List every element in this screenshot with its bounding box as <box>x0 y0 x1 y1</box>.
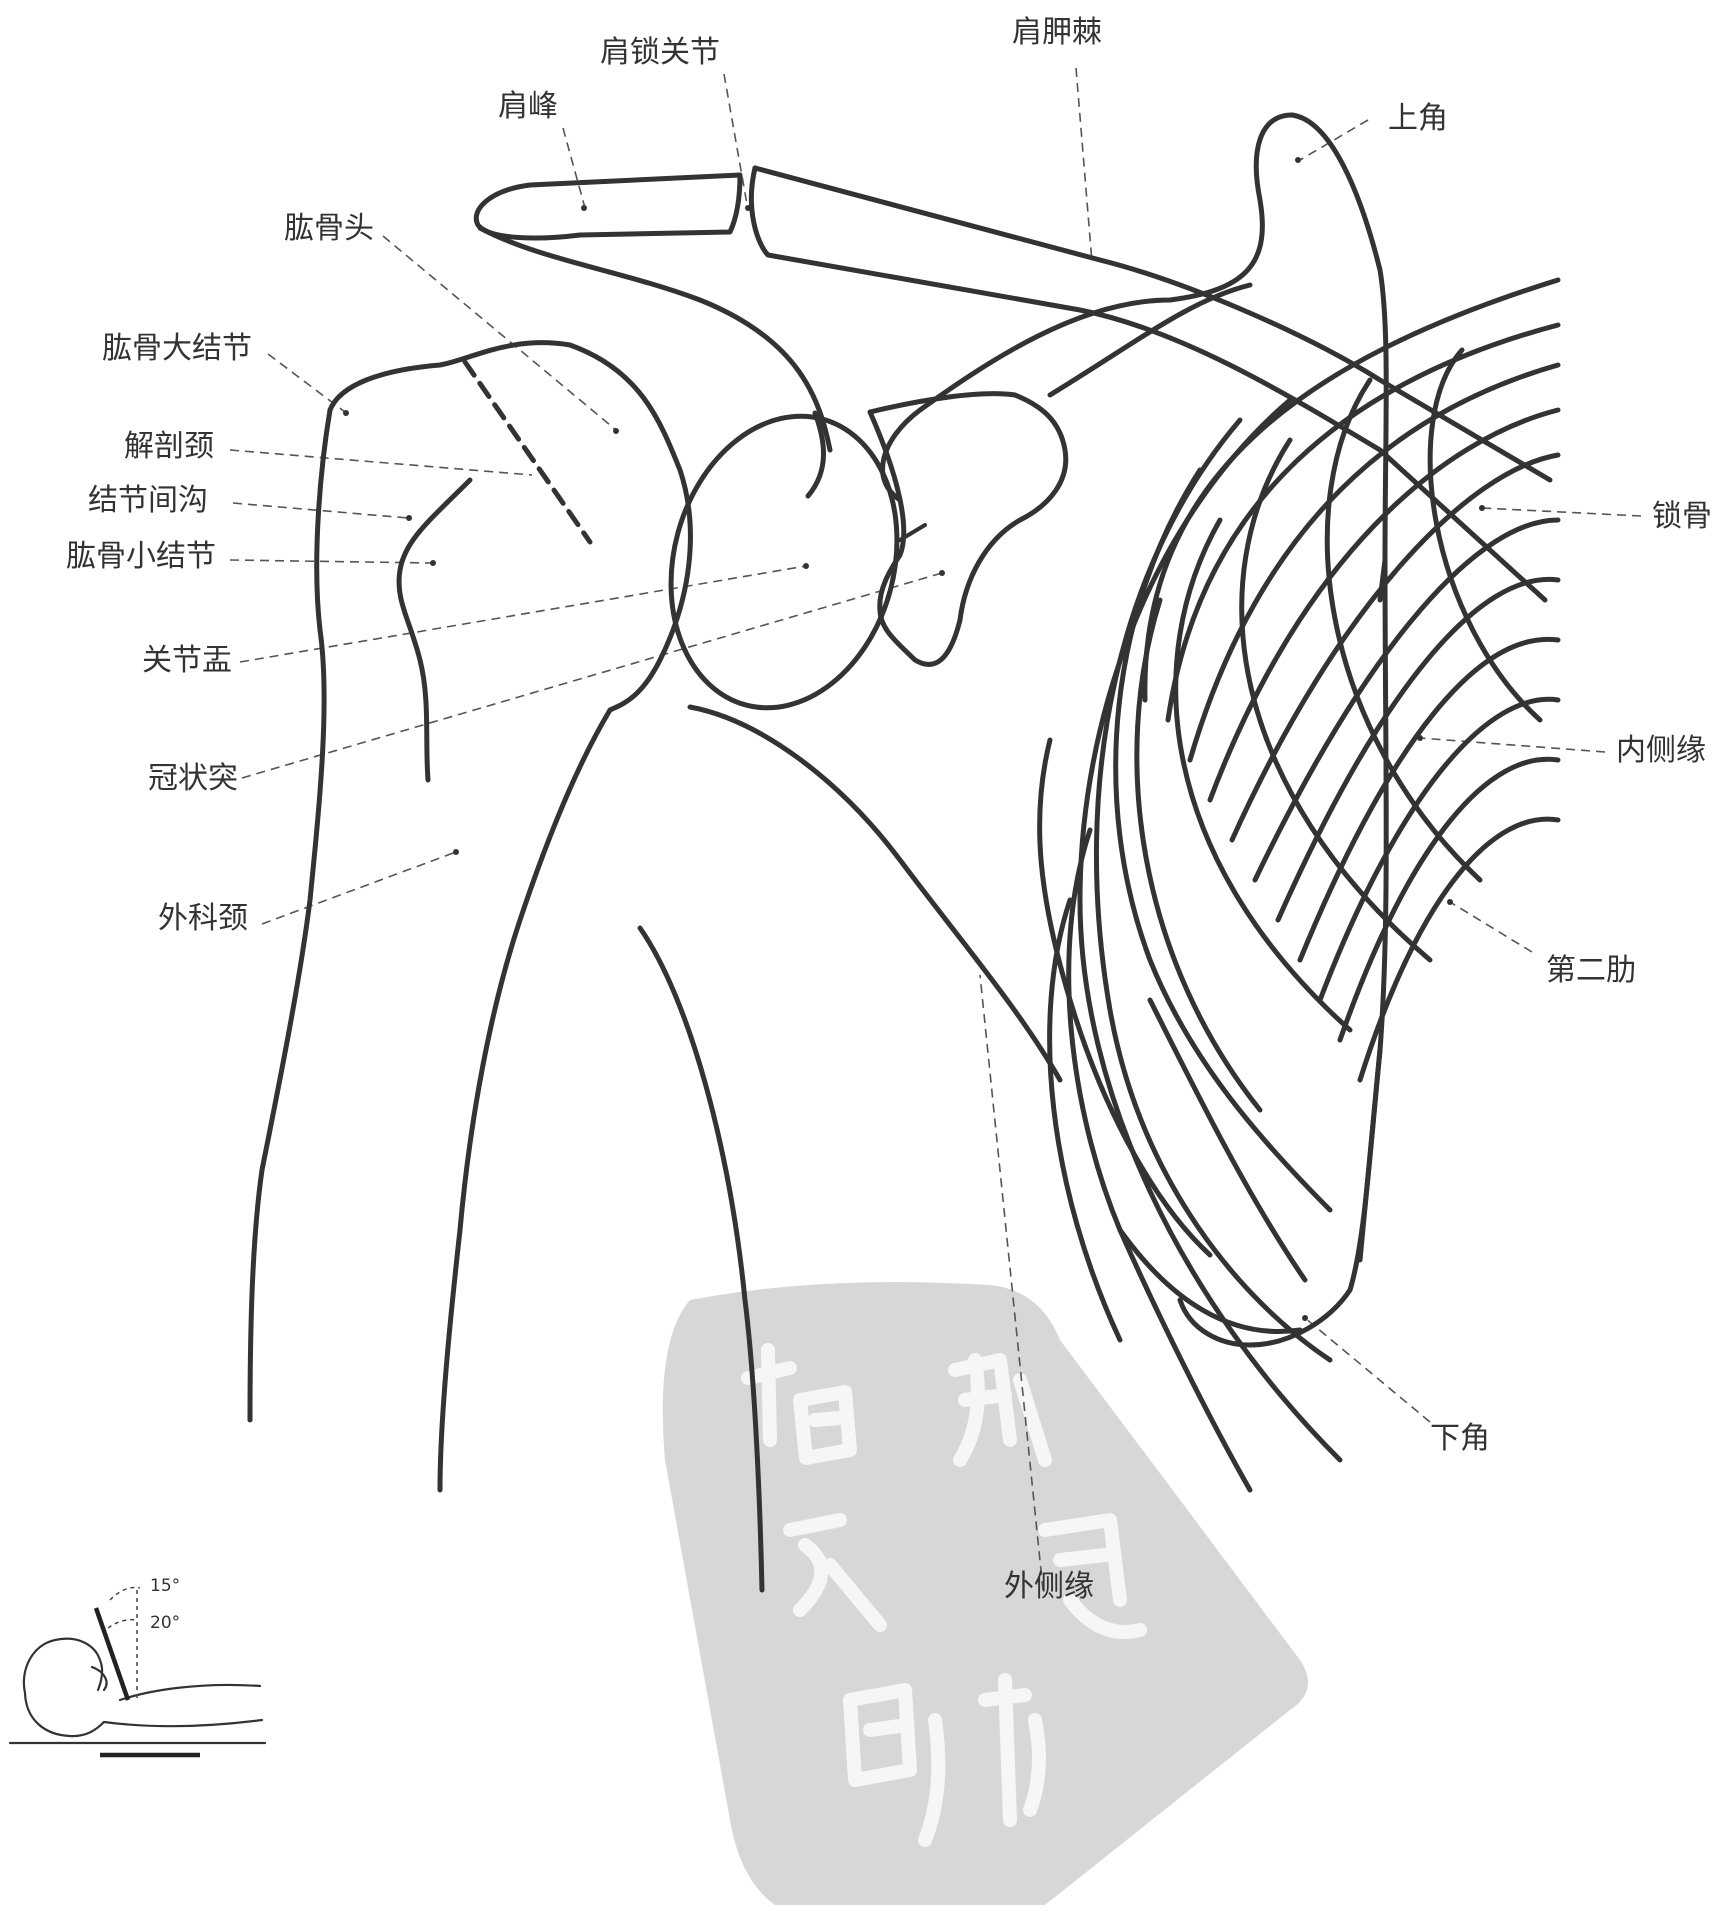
label-glenoid: 关节盂 <box>142 646 232 676</box>
label-inferior-angle: 下角 <box>1430 1424 1490 1454</box>
label-humeral-head: 肱骨头 <box>284 214 374 244</box>
label-intertubercular-groove: 结节间沟 <box>88 486 208 516</box>
label-scapular-spine: 肩胛棘 <box>1012 18 1102 48</box>
label-dots <box>343 157 1485 1321</box>
label-medial-border: 内侧缘 <box>1616 736 1706 766</box>
label-surgical-neck: 外科颈 <box>158 904 248 934</box>
label-second-rib: 第二肋 <box>1546 956 1636 986</box>
label-anatomical-neck: 解剖颈 <box>124 432 214 462</box>
label-lateral-border: 外侧缘 <box>1004 1572 1094 1602</box>
glenoid <box>639 391 928 734</box>
label-greater-tubercle: 肱骨大结节 <box>102 334 252 364</box>
coracoid-process <box>870 394 1066 665</box>
inset-angle-15: 15° <box>150 1578 180 1595</box>
label-acromioclavicular-joint: 肩锁关节 <box>600 38 720 68</box>
inset-angle-20: 20° <box>150 1615 180 1632</box>
label-acromion: 肩峰 <box>498 92 558 122</box>
ribs <box>1050 280 1558 1490</box>
label-coracoid-process: 冠状突 <box>148 764 238 794</box>
label-superior-angle: 上角 <box>1388 104 1448 134</box>
supine-patient-inset-icon <box>10 1588 265 1756</box>
label-lesser-tubercle: 肱骨小结节 <box>66 542 216 572</box>
seal-stamp-watermark <box>663 1282 1308 1905</box>
label-clavicle: 锁骨 <box>1652 502 1712 532</box>
